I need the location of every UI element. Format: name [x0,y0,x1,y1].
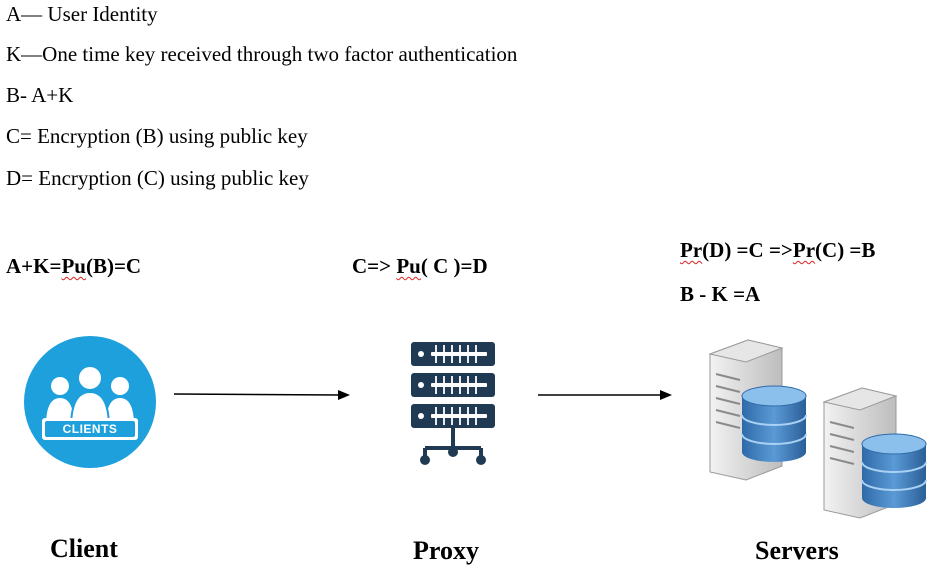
clients-icon: CLIENTS [22,334,158,470]
clients-badge-label: CLIENTS [62,422,118,436]
server-formula-decrypt: Pr(D) =C =>Pr(C) =B [680,238,876,262]
definition-a: A— User Identity [6,2,158,26]
definition-c: C= Encryption (B) using public key [6,124,308,148]
proxy-formula: C=> Pu( C )=D [352,254,488,278]
servers-caption: Servers [755,536,839,565]
definition-b: B- A+K [6,83,74,107]
proxy-server-icon [405,340,501,466]
client-formula: A+K=Pu(B)=C [6,254,142,278]
definition-d: D= Encryption (C) using public key [6,166,309,190]
definition-k: K—One time key received through two fact… [6,42,518,66]
arrow-client-to-proxy [174,385,354,405]
proxy-caption: Proxy [413,536,479,565]
arrow-proxy-to-servers [538,385,678,405]
database-server-icon [690,334,935,520]
client-caption: Client [50,534,118,563]
server-formula-identity: B - K =A [680,282,761,306]
